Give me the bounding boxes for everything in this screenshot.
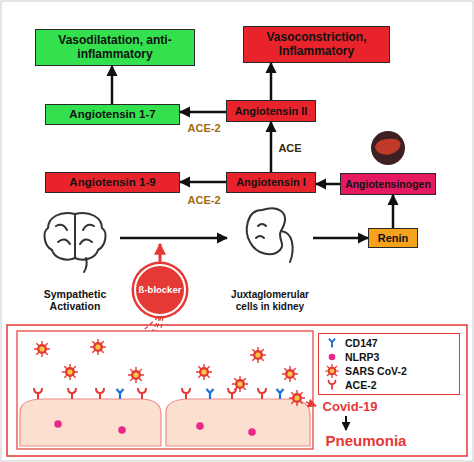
arrow-connector: [392, 195, 395, 228]
node-text: Sympathetic Activation: [30, 288, 120, 312]
brain-icon: [45, 213, 106, 272]
brain-node: Sympathetic Activation: [30, 206, 120, 312]
legend-text: NLRP3: [345, 351, 379, 363]
peptide-box: Angiotensin 1-7: [45, 104, 180, 125]
node-text: Angiotensin 1-7: [69, 108, 155, 121]
legend-entry: SARS CoV-2: [325, 364, 453, 378]
node-text: Juxtaglomerular cells in kidney: [227, 289, 313, 312]
legend-text: SARS CoV-2: [345, 365, 407, 377]
enzyme-label: ACE-2: [187, 194, 220, 206]
legend-swatch: [325, 364, 339, 378]
panel-frame: [7, 325, 467, 456]
infection-arrow: [306, 402, 316, 406]
arrow-connector: [180, 181, 226, 184]
peptide-box: Angiotensin I: [226, 172, 316, 193]
liver-icon: [371, 131, 405, 165]
precursor-box: Angiotensinogen: [340, 173, 436, 195]
node-text: Angiotensin I: [236, 176, 306, 189]
enzyme-box: Renin: [368, 228, 418, 248]
enzyme-label: ACE-2: [187, 122, 220, 134]
node-text: Angiotensin 1-9: [69, 176, 155, 189]
node-text: ß-blocker: [139, 285, 182, 296]
legend-text: ACE-2: [345, 379, 377, 391]
node-text: Renin: [378, 232, 409, 245]
arrow-connector: [120, 237, 227, 240]
inhibition-arrow: [159, 244, 162, 262]
node-text: Pneumonia: [326, 432, 407, 449]
peptide-box: Angiotensin 1-9: [45, 172, 180, 193]
arrow-connector: [111, 66, 114, 104]
legend: CD147NLRP3SARS CoV-2ACE-2: [318, 333, 460, 395]
legend-swatch: [325, 378, 339, 392]
cd147-receptor: [117, 389, 284, 399]
arrow-connector: [270, 122, 273, 172]
node-text: Vasoconstriction, Inflammatory: [247, 31, 386, 59]
arrow-connector: [180, 111, 226, 114]
legend-entry: ACE-2: [325, 378, 453, 392]
legend-swatch: [325, 350, 339, 364]
effect-box: Vasodilatation, anti-inflammatory: [35, 29, 195, 66]
host-cell: [20, 399, 161, 446]
cell-panel: [17, 331, 313, 449]
node-text: Vasodilatation, anti-inflammatory: [39, 34, 191, 62]
nlrp3-dot: [54, 420, 256, 436]
legend-text: CD147: [345, 337, 378, 349]
arrow-connector: [316, 183, 340, 186]
host-cell: [166, 399, 310, 446]
virus-particle: [34, 339, 305, 406]
peptide-box: Angiotensin II: [226, 100, 316, 122]
node-text: Angiotensinogen: [345, 178, 431, 190]
arrow-connector: [270, 63, 273, 100]
kidney-icon: [247, 208, 293, 262]
enzyme-label: ACE: [278, 142, 301, 154]
kidney-node: Juxtaglomerular cells in kidney: [227, 206, 313, 312]
legend-entry: NLRP3: [325, 350, 453, 364]
legend-entry: CD147: [325, 336, 453, 350]
effect-box: Vasoconstriction, Inflammatory: [243, 26, 390, 63]
legend-swatch: [325, 336, 339, 350]
node-text: Angiotensin II: [235, 105, 308, 118]
ace2-receptor: [34, 388, 266, 399]
arrow-connector: [345, 416, 347, 430]
outcome-text: Pneumonia: [316, 430, 416, 452]
drug-circle: ß-blocker: [134, 264, 186, 316]
node-text: Covid-19: [323, 400, 378, 415]
arrow-connector: [313, 237, 368, 240]
outcome-text: Covid-19: [318, 398, 382, 416]
